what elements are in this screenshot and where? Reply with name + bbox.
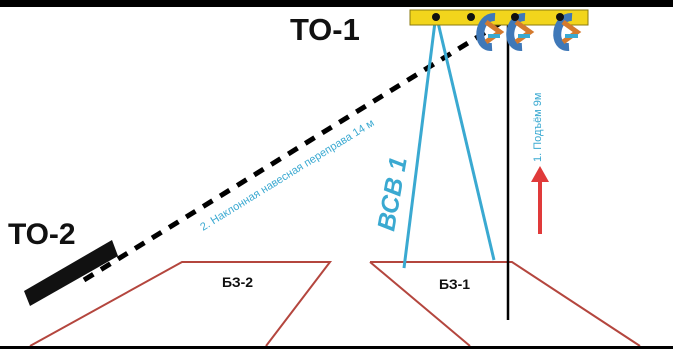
zone-bz2-outline	[29, 261, 333, 347]
attachment-point	[432, 13, 440, 21]
label-bz1: БЗ-1	[439, 276, 470, 292]
incline-traverse-line	[82, 19, 504, 283]
pulley-icon	[506, 13, 535, 51]
attachment-point	[556, 13, 564, 21]
pulley-icon	[476, 13, 505, 51]
lift-arrow-head	[531, 166, 549, 182]
attachment-point	[467, 13, 475, 21]
label-bcb: ВСВ 1	[372, 155, 412, 233]
label-to2: ТО-2	[8, 218, 76, 251]
pulley-icon	[553, 13, 582, 51]
label-bz2: БЗ-2	[222, 274, 253, 290]
zone-bz1-edge	[369, 261, 471, 347]
bcb-cable-right	[434, 13, 496, 261]
attachment-point	[511, 13, 519, 21]
label-to1: ТО-1	[290, 12, 360, 47]
label-lift: 1. Подъём 9м	[532, 93, 544, 162]
label-incline: 2. Наклонная навесная переправа 14 м	[198, 117, 376, 233]
bcb-cable-left	[402, 13, 438, 269]
anchor-beam	[409, 9, 589, 26]
bottom-frame-bar	[0, 346, 673, 349]
to2-platform	[24, 240, 118, 306]
zone-bz1-outline	[370, 261, 641, 347]
top-frame-bar	[0, 0, 673, 7]
